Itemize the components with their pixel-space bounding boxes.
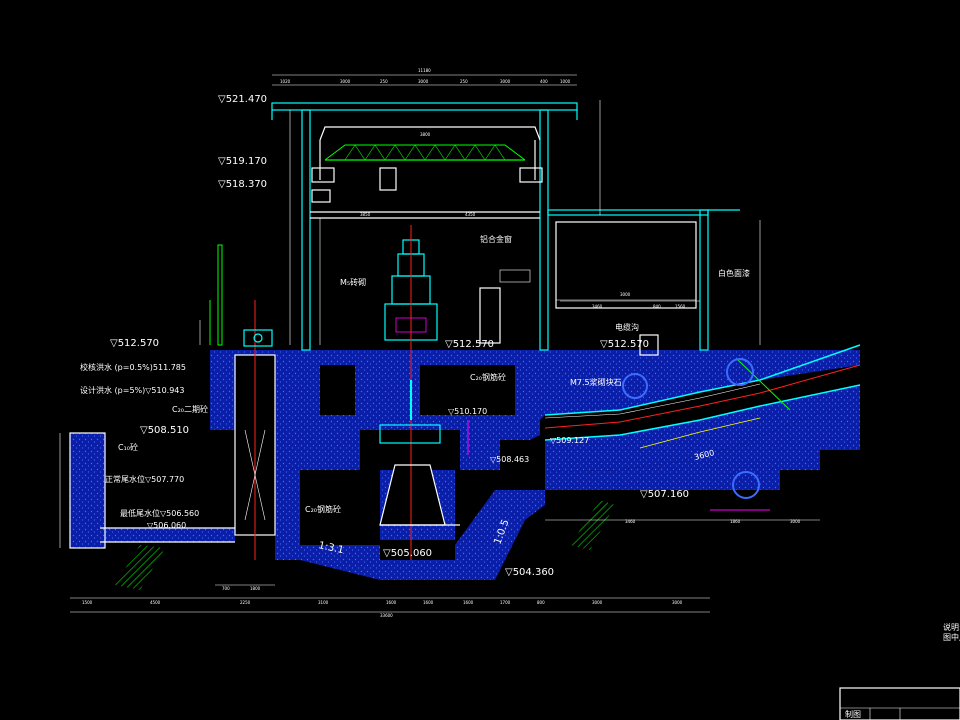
dim-bottom-2: 4500 <box>150 600 161 605</box>
dim-sub-1: 700 <box>222 586 230 591</box>
elev-min-tail: 最低尾水位▽506.560 <box>120 508 199 518</box>
note-title: 说明: <box>943 622 960 632</box>
elev-turbine-floor: ▽510.170 <box>448 407 487 416</box>
elev-runner: ▽508.463 <box>490 455 529 464</box>
penstock <box>544 344 861 449</box>
generator-unit <box>379 225 460 560</box>
dim-top-2: 3000 <box>340 79 351 84</box>
dim-bottom-7: 1600 <box>463 600 474 605</box>
label-cable-trench: 电缆沟 <box>615 322 639 332</box>
dim-right-3: 840 <box>653 304 661 309</box>
dim-hall-2: 4350 <box>465 212 476 217</box>
title-block-label: 制图 <box>845 709 861 719</box>
tail-water-block <box>69 432 235 549</box>
dim-bottom-3: 2250 <box>240 600 251 605</box>
elev-floor-left: ▽512.570 <box>110 338 159 349</box>
dim-hall-1: 3850 <box>360 212 371 217</box>
dim-bottom-10: 3000 <box>592 600 603 605</box>
label-aluminum-window: 铝合金窗 <box>480 234 512 244</box>
dim-bottom-4: 3100 <box>318 600 329 605</box>
dim-bottom-8: 1700 <box>500 600 511 605</box>
label-c20-concrete-2: C₂₀钢筋砼 <box>470 372 506 382</box>
dim-bottom-1: 1500 <box>82 600 93 605</box>
dim-right-1: 3460 <box>592 304 603 309</box>
dim-top-4: 3000 <box>418 79 429 84</box>
dim-bottom-9: 800 <box>537 600 545 605</box>
elev-foundation: ▽504.360 <box>505 567 554 578</box>
elev-tail-left: ▽508.510 <box>140 425 189 436</box>
elev-crane-beam: ▽518.370 <box>218 179 267 190</box>
dim-sub-2: 1800 <box>250 586 261 591</box>
label-c20-concrete-3: C₂₀钢筋砼 <box>305 504 341 514</box>
elev-draft-bottom: ▽505.060 <box>383 548 432 559</box>
dim-bottom-total: 33600 <box>380 613 393 618</box>
label-slope-left: 1:3.1 <box>317 540 344 556</box>
elev-normal-tail: 正常尾水位▽507.770 <box>105 474 184 484</box>
rubble-symbols <box>622 358 760 499</box>
dim-right-7: 3000 <box>790 519 801 524</box>
dim-bottom-5: 1600 <box>386 600 397 605</box>
ground-hatch <box>115 500 615 590</box>
elev-roof: ▽521.470 <box>218 94 267 105</box>
elev-pipe-bottom: ▽507.160 <box>640 489 689 500</box>
dim-right-2: 3000 <box>620 292 631 297</box>
label-c10-concrete: C₁₀砼 <box>118 442 138 452</box>
dim-crane: 3800 <box>420 132 431 137</box>
label-c20-concrete-1: C₂₀二期砼 <box>172 404 208 414</box>
label-white-wall: 白色面漆 <box>718 268 750 278</box>
elev-design-flood: 设计洪水 (p=5%)▽510.943 <box>80 385 185 395</box>
dim-right-4: 1560 <box>675 304 686 309</box>
elev-crane-rail: ▽519.170 <box>218 156 267 167</box>
elev-outlet-bottom: ▽506.060 <box>147 521 186 530</box>
dim-bottom-11: 3000 <box>672 600 683 605</box>
elev-floor-mid: ▽512.570 <box>445 339 494 350</box>
dim-top-7: 400 <box>540 79 548 84</box>
note-line: 图中尺 <box>943 632 960 642</box>
elev-floor-right: ▽512.570 <box>600 339 649 350</box>
dim-top-total: 11180 <box>418 68 431 73</box>
elev-pipe-axis: ▽509.127 <box>550 436 589 445</box>
dim-bottom-6: 1600 <box>423 600 434 605</box>
dim-top-6: 3000 <box>500 79 511 84</box>
dim-right-6: 1860 <box>730 519 741 524</box>
label-m75-rubble: M7.5浆砌块石 <box>570 377 622 387</box>
powerhouse-frame <box>271 102 740 356</box>
dim-top-8: 1000 <box>560 79 571 84</box>
dim-top-3: 250 <box>380 79 388 84</box>
gate-shaft <box>209 244 276 560</box>
title-block <box>839 687 960 720</box>
dimension-lines <box>59 74 820 613</box>
dim-top-5: 250 <box>460 79 468 84</box>
elev-check-flood: 校核洪水 (p=0.5%)511.785 <box>80 362 186 372</box>
dim-right-5: 3460 <box>625 519 636 524</box>
label-m5-brick: M₅砖砌 <box>340 277 366 287</box>
dim-top-1: 1020 <box>280 79 291 84</box>
